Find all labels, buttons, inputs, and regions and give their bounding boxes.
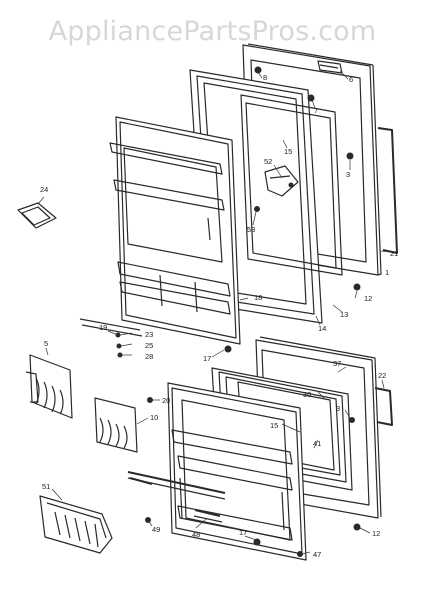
label-part-8: 8 [263, 73, 267, 82]
label-part-17-upper: 17 [203, 354, 211, 363]
door-bottom-bin-51 [39, 495, 113, 554]
label-part-30: 30 [303, 390, 311, 399]
label-part-3-lower: 3 [336, 404, 340, 413]
label-part-21: 21 [390, 249, 398, 258]
label-part-19: 19 [99, 323, 107, 332]
label-part-51: 51 [42, 482, 50, 491]
leader-lines [37, 70, 393, 555]
door-shelf-bin-5 [25, 354, 73, 419]
label-part-10: 10 [150, 413, 158, 422]
label-part-47: 47 [313, 550, 321, 559]
label-part-20: 20 [162, 396, 170, 405]
label-part-7: 7 [314, 106, 318, 115]
label-part-5: 5 [44, 339, 48, 348]
label-part-48: 48 [192, 530, 200, 539]
lower-door-inner-liner [167, 382, 307, 561]
label-part-24: 24 [40, 185, 48, 194]
part-number-labels: 24 8 6 7 3 15 52 53 21 1 12 13 14 18 17 … [40, 73, 398, 559]
label-part-18: 18 [254, 293, 262, 302]
label-part-25: 25 [145, 341, 153, 350]
label-part-13: 13 [340, 310, 348, 319]
label-part-3: 3 [346, 170, 350, 179]
butter-compartment-door [17, 202, 57, 229]
shelf-bracket-assembly [79, 318, 143, 358]
label-part-37: 37 [333, 359, 341, 368]
label-part-12-lower: 12 [372, 529, 380, 538]
label-part-14: 14 [318, 324, 326, 333]
watermark-logo: AppliancePartsPros.com [48, 16, 377, 47]
label-part-23: 23 [145, 330, 153, 339]
label-part-15-lower: 15 [270, 421, 278, 430]
label-part-41: 41 [313, 439, 321, 448]
label-part-49: 49 [152, 525, 160, 534]
label-part-22: 22 [378, 371, 386, 380]
label-part-12-upper: 12 [364, 294, 372, 303]
upper-door-inner-liner [109, 116, 241, 345]
label-part-53: 53 [247, 225, 255, 234]
label-part-15-upper: 15 [284, 147, 292, 156]
label-part-28: 28 [145, 352, 153, 361]
shelf-rail-bar [127, 471, 226, 523]
label-part-1: 1 [385, 268, 389, 277]
door-shelf-bin-10 [94, 397, 153, 453]
label-part-52: 52 [264, 157, 272, 166]
upper-hardware [224, 60, 361, 353]
label-part-6: 6 [349, 75, 353, 84]
label-part-17-lower: 17 [239, 528, 247, 537]
